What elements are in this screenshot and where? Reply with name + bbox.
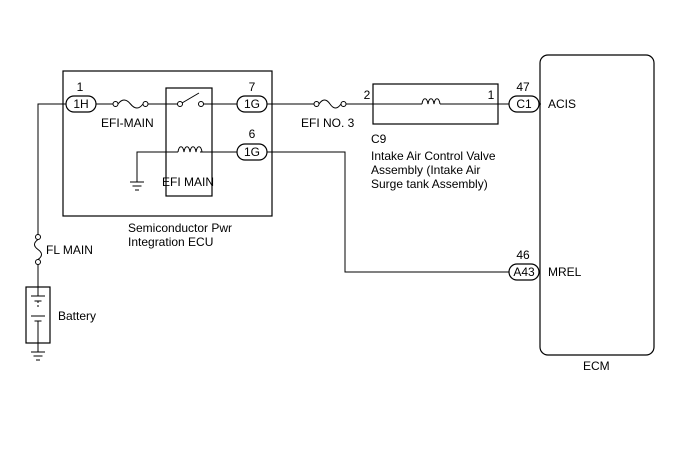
connector-c1: C1 [508, 95, 540, 113]
valve-ref: C9 [371, 132, 387, 146]
fuse-efi-main [112, 99, 149, 109]
relay-box [165, 87, 213, 197]
pin-number-46: 46 [516, 248, 530, 262]
valve-name-line2: Assembly (Intake Air [371, 163, 480, 177]
valve-pin-2: 2 [364, 88, 371, 102]
battery-label: Battery [58, 309, 96, 323]
ecm-pin-mrel: MREL [548, 265, 582, 279]
connector-1h: 1H [65, 95, 97, 113]
relay-coil [177, 146, 203, 153]
pin-number-7: 7 [249, 80, 256, 94]
ecm-pin-acis: ACIS [548, 97, 576, 111]
ecm-box [539, 54, 655, 356]
fuse-fl-main-label: FL MAIN [46, 243, 93, 257]
ecu-name-line1: Semiconductor Pwr [128, 221, 232, 235]
fuse-efi-no3 [313, 99, 347, 109]
wire-coil-circuit [136, 151, 237, 182]
valve-name-line1: Intake Air Control Valve [371, 149, 496, 163]
valve-name-line3: Surge tank Assembly) [371, 177, 488, 191]
ecu-name-line2: Integration ECU [128, 235, 213, 249]
wire-pin6-to-mrel [267, 151, 509, 273]
connector-1h-label: 1H [73, 97, 88, 111]
relay-efi-main-label: EFI MAIN [162, 175, 214, 189]
wires [37, 103, 541, 287]
ground-icon [130, 181, 144, 191]
connector-c1-label: C1 [516, 97, 532, 111]
connector-1g-pin6-label: 1G [244, 145, 260, 159]
ecm-label: ECM [583, 359, 610, 373]
wire-battery-to-1h [37, 103, 66, 287]
relay-switch [177, 92, 204, 107]
valve-pin-1: 1 [488, 88, 495, 102]
fuse-fl-main [34, 234, 42, 265]
ecu-box [62, 70, 273, 217]
fuse-efi-no3-label: EFI NO. 3 [301, 116, 355, 130]
battery-ground-icon [31, 351, 45, 361]
connector-1g-pin7-label: 1G [244, 97, 260, 111]
valve-coil [373, 98, 498, 105]
pin-number-47: 47 [516, 80, 530, 94]
connector-1g-pin6: 1G [236, 143, 268, 161]
connector-a43: A43 [508, 263, 540, 281]
fuse-efi-main-label: EFI-MAIN [101, 116, 154, 130]
pin-number-1: 1 [77, 80, 84, 94]
connector-1g-pin7: 1G [236, 95, 268, 113]
pin-number-6: 6 [249, 127, 256, 141]
battery-icon [31, 287, 45, 352]
connector-a43-label: A43 [513, 265, 535, 279]
